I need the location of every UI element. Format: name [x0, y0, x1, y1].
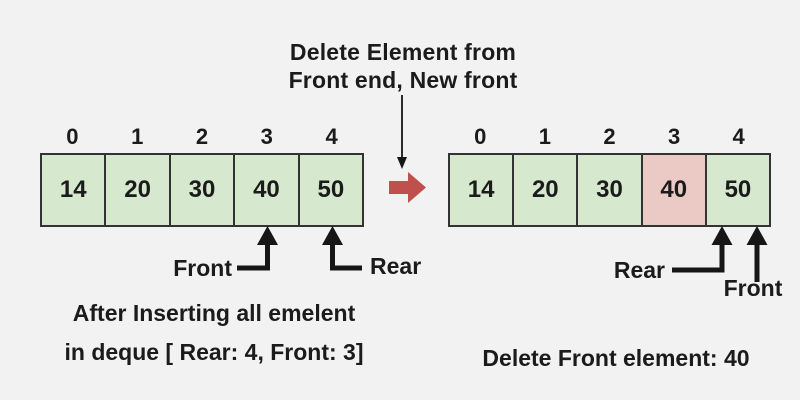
operation-note-line2: Front end, New front: [288, 67, 518, 93]
left-caption-line2: in deque [ Rear: 4, Front: 3]: [64, 339, 364, 365]
left-rear-pointer-icon: [322, 226, 362, 271]
left-index-4: 4: [325, 124, 338, 149]
operation-note: Delete Element from Front end, New front: [258, 38, 548, 94]
right-array: 14 20 30 40 50: [448, 153, 771, 227]
right-index-0: 0: [474, 124, 487, 149]
left-array-index-row: 0 1 2 3 4: [40, 124, 364, 150]
left-rear-label: Rear: [370, 253, 422, 279]
left-caption-line1: After Inserting all emelent: [72, 300, 356, 326]
right-front-label: Front: [723, 275, 783, 301]
left-array-cell-3: 40: [235, 155, 300, 225]
left-array: 14 20 30 40 50: [40, 153, 364, 227]
operation-note-line1: Delete Element from: [289, 39, 517, 65]
right-array-cell-2: 30: [578, 155, 643, 225]
right-index-1: 1: [538, 124, 552, 149]
left-front-pointer-icon: [237, 226, 278, 271]
right-caption: Delete Front element: 40: [482, 345, 750, 371]
right-array-cell-0: 14: [450, 155, 515, 225]
right-index-3: 3: [667, 124, 681, 149]
left-array-cell-0: 14: [42, 155, 107, 225]
right-index-2: 2: [603, 124, 616, 149]
left-index-0: 0: [66, 124, 79, 149]
left-array-cell-2: 30: [170, 155, 236, 225]
right-index-4: 4: [732, 124, 745, 149]
left-array-cell-1: 20: [106, 155, 171, 225]
right-array-index-row: 0 1 2 3 4: [448, 124, 771, 150]
right-array-cell-4: 50: [706, 155, 770, 225]
right-array-cell-1: 20: [514, 155, 579, 225]
right-rear-pointer-icon: [672, 226, 733, 273]
left-index-1: 1: [131, 124, 144, 149]
right-rear-label: Rear: [613, 257, 665, 283]
right-array-cell-3-deleted: 40: [642, 155, 707, 225]
right-front-pointer-icon: [746, 226, 768, 282]
left-front-label: Front: [173, 255, 232, 281]
left-array-cell-4: 50: [299, 155, 363, 225]
note-down-arrow-icon: [397, 95, 407, 169]
transform-right-arrow-icon: [389, 172, 426, 203]
left-caption: After Inserting all emelent in deque [ R…: [38, 294, 390, 372]
left-index-3: 3: [260, 124, 273, 149]
left-index-2: 2: [195, 124, 209, 149]
